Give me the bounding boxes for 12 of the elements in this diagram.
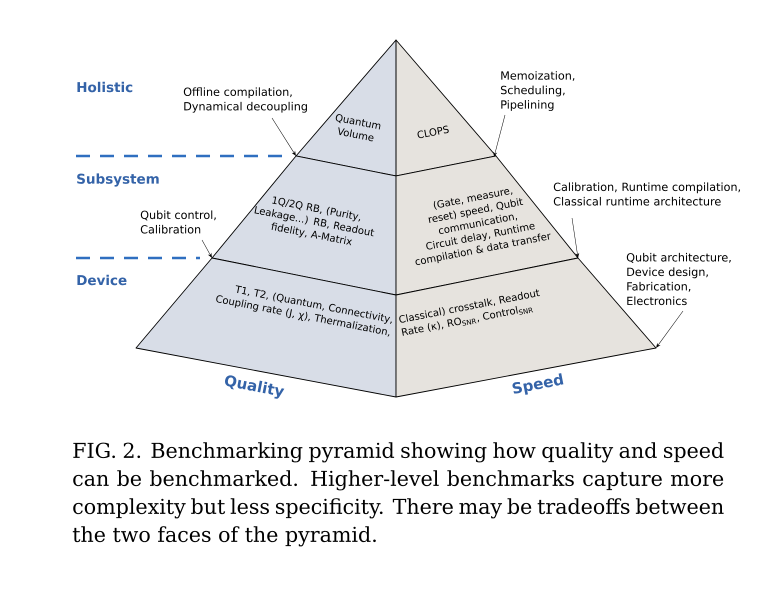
face-label: Speed [512,373,564,395]
leader-line [656,310,684,348]
leader-line [272,118,296,156]
pyramid-face: CLOPS [396,40,496,176]
leader-line [572,218,580,258]
leader-line [493,114,506,157]
figure-caption: FIG. 2. Benchmarking pyramid showing how quality and speed can be benchmarked. Higher-level benchmarks capture more complexity but less specificity. There may be tradeoffs between the two faces of the pyramid. [72,442,724,546]
level-label: Subsystem [77,173,159,187]
annotation-text: Memoization, Scheduling, Pipelining [500,71,574,111]
level-label: Holistic [77,82,132,92]
leader-line [202,240,212,258]
face-label: Quality [225,375,284,399]
